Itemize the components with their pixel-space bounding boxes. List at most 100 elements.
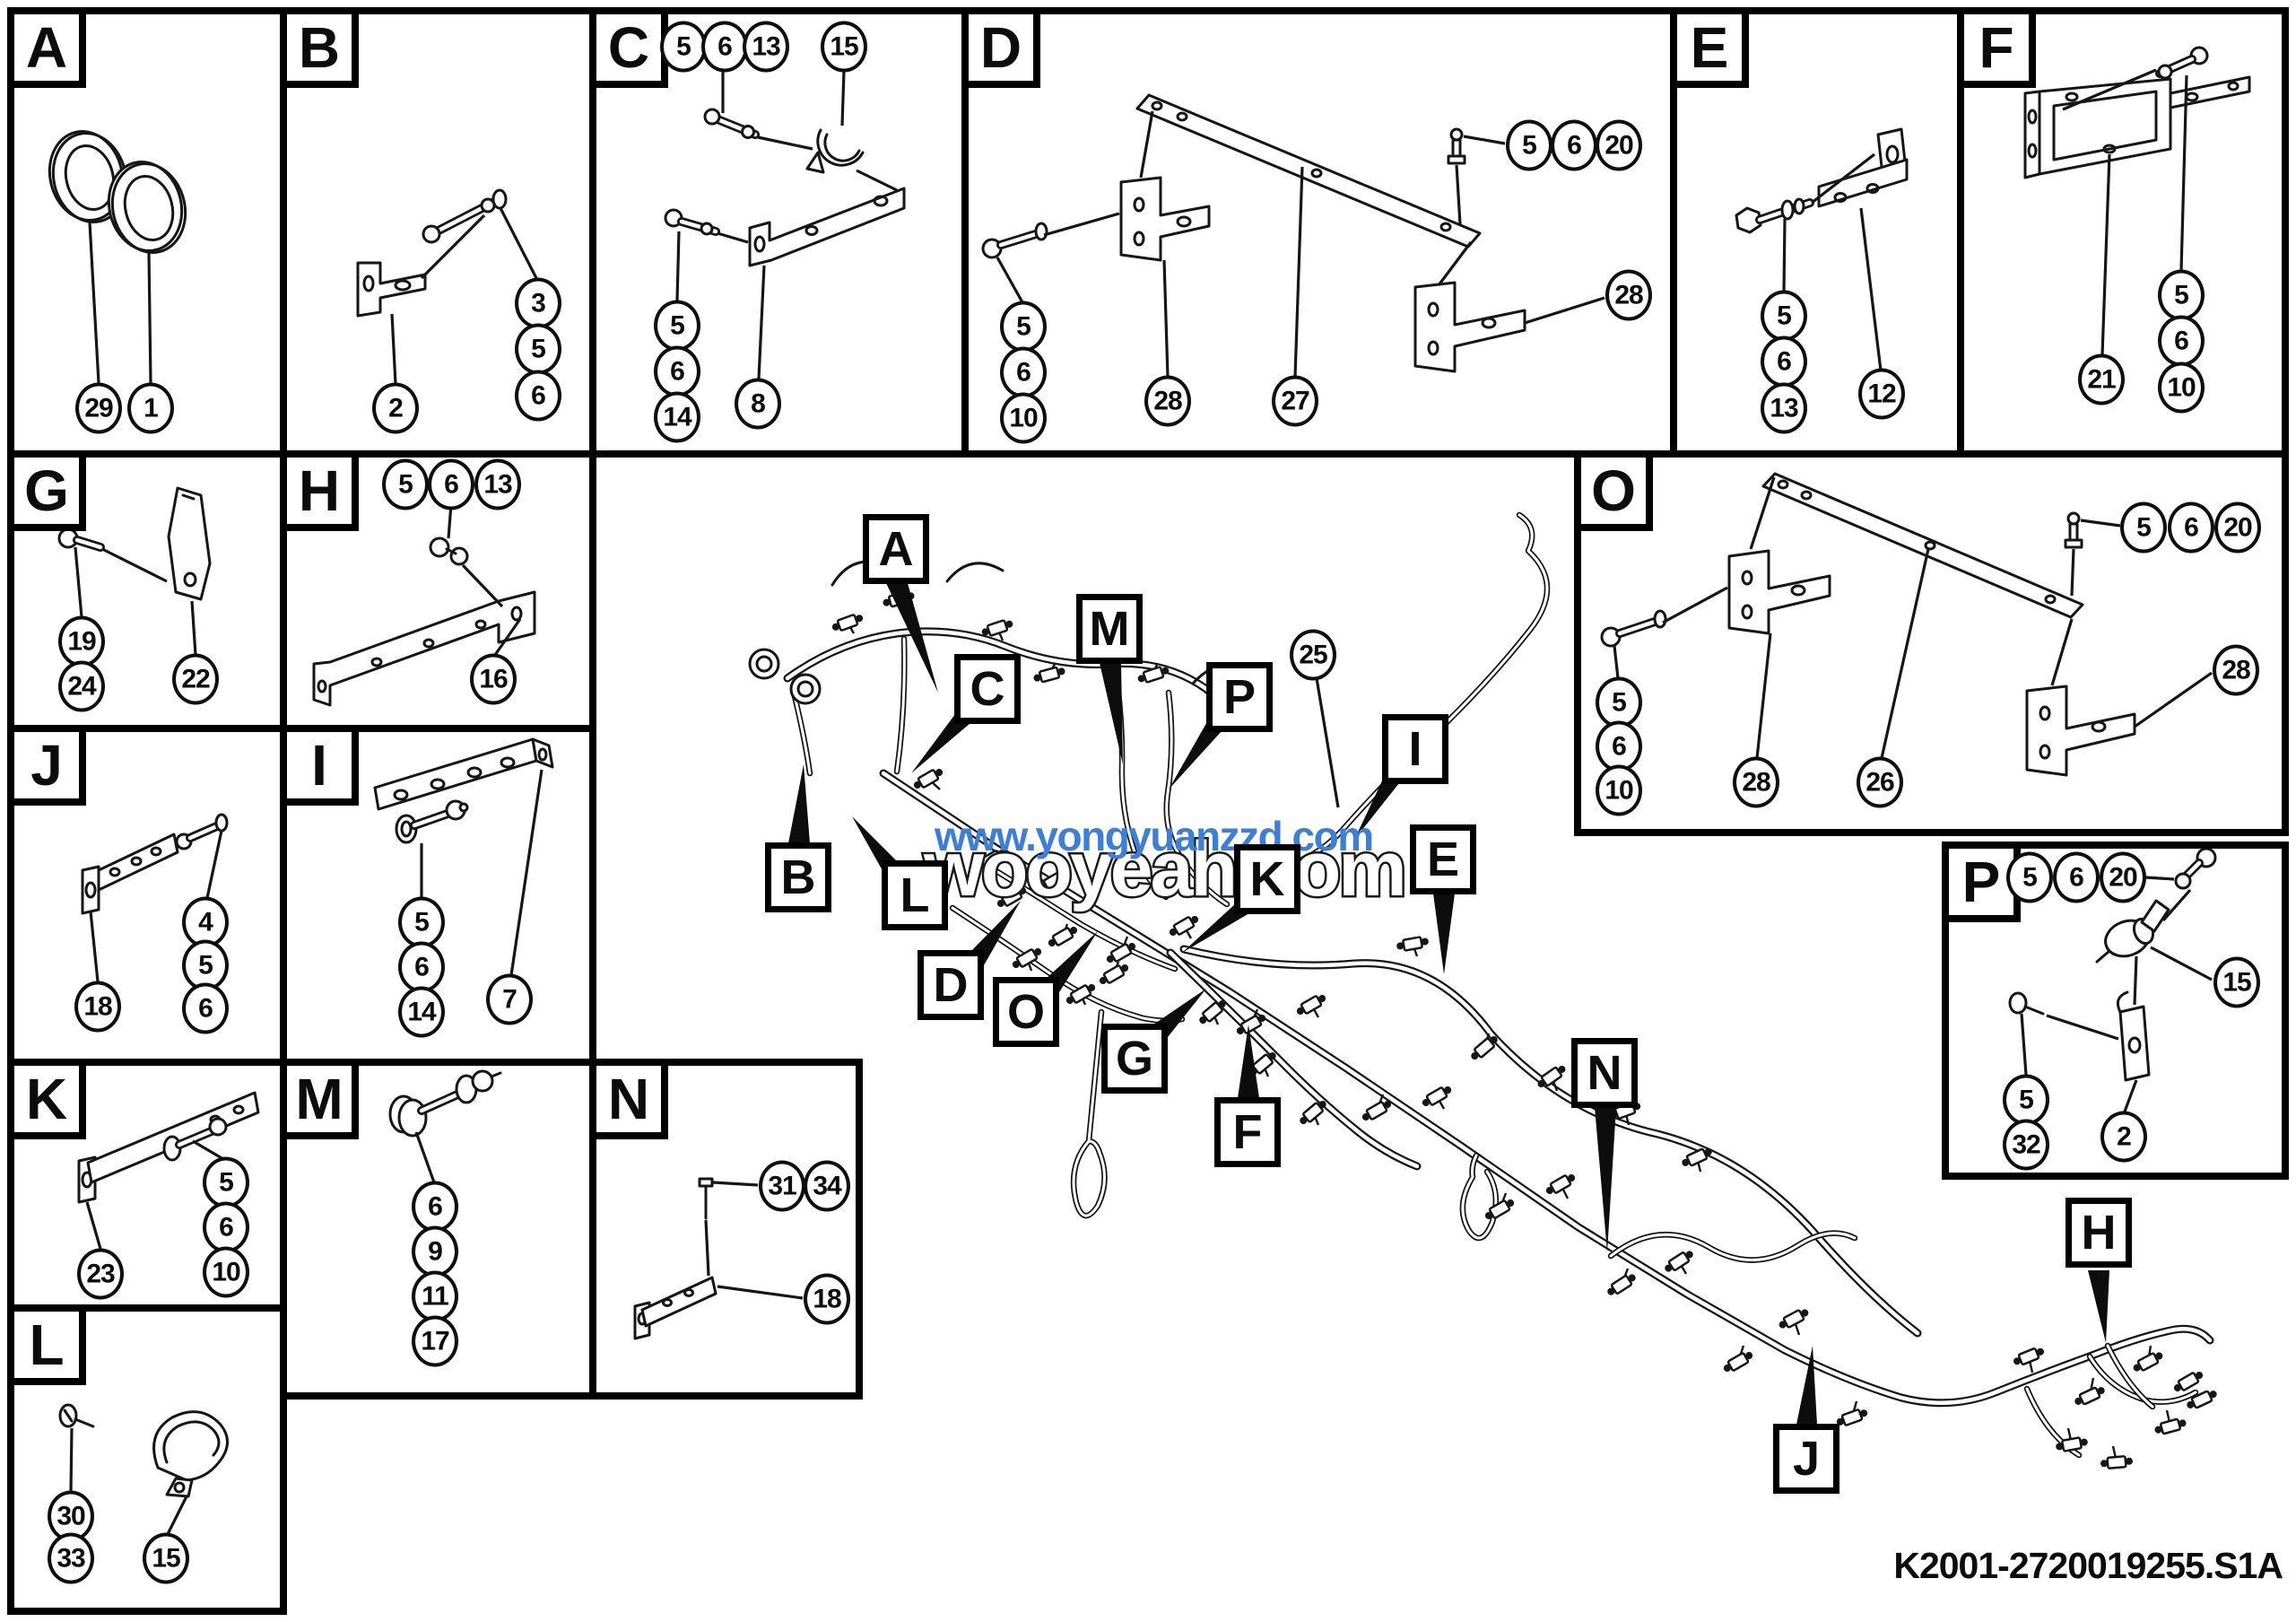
- panel-a: A 29 1: [7, 7, 287, 458]
- panel-j-art: [81, 813, 229, 982]
- diagram-label-o: O: [993, 977, 1059, 1047]
- panel-i-tag: I: [280, 725, 359, 806]
- diagram-label-c: C: [954, 654, 1021, 724]
- harness-art: [748, 515, 2221, 1470]
- diagram-label-d: D: [918, 950, 984, 1020]
- callout-circle: 5: [515, 323, 561, 375]
- callout-circle: 6: [1000, 346, 1047, 398]
- pointer-f: [1238, 1025, 1259, 1098]
- diagram-label-j: J: [1773, 1424, 1839, 1494]
- panel-e-tag: E: [1670, 7, 1749, 88]
- panel-l: L 30 33 15: [7, 1304, 287, 1615]
- panel-j: J 18 4 5 6: [7, 725, 287, 1066]
- panel-f-tag: F: [1957, 7, 2036, 88]
- callout-circle: 28: [2213, 644, 2259, 696]
- panel-c-art: [664, 65, 906, 379]
- panel-f: F 21 5 6 10: [1957, 7, 2289, 458]
- callout-circle: 26: [1857, 756, 1903, 808]
- panel-c-tag: C: [589, 7, 668, 88]
- callout-circle: 5: [398, 896, 445, 948]
- callout-circle: 17: [412, 1315, 458, 1367]
- panel-g: G 19 24 22: [7, 450, 287, 732]
- callout-circle: 6: [654, 345, 700, 397]
- callout-circle: 2: [372, 382, 419, 434]
- watermark-outline-text: wooyeah.com: [923, 826, 1405, 912]
- panel-a-tag: A: [7, 7, 86, 88]
- diagram-label-g: G: [1101, 1024, 1168, 1094]
- callout-circle: 6: [2168, 501, 2214, 554]
- panel-k-letter: K: [25, 1067, 68, 1131]
- diagram-label-a: A: [863, 514, 929, 584]
- panel-i: I 5 6 14 7: [280, 725, 596, 1066]
- panel-b-tag: B: [280, 7, 359, 88]
- callout-circle: 5: [1506, 119, 1552, 171]
- panel-p-art: [2008, 847, 2217, 1112]
- diagram-label-p: P: [1206, 662, 1273, 732]
- callout-circle: 28: [1605, 269, 1652, 321]
- panel-d-art: [981, 93, 1605, 378]
- callout-circle: 2: [2100, 1111, 2147, 1163]
- callout-circle: 6: [182, 982, 229, 1034]
- panel-h-letter: H: [298, 458, 341, 523]
- callout-circle: 10: [1000, 392, 1047, 444]
- panel-p: P 5 6 20 15 5 32 2: [1942, 842, 2289, 1180]
- callout-circle: 10: [203, 1246, 249, 1298]
- callout-circle: 3: [515, 277, 561, 329]
- panel-h: H 5 6 13 16: [280, 450, 596, 732]
- callout-circle: 28: [1733, 756, 1779, 808]
- callout-circle: 20: [1596, 119, 1642, 171]
- callout-circle: 5: [2158, 269, 2205, 321]
- panel-f-art: [2023, 46, 2251, 356]
- panel-b-art: [356, 188, 538, 385]
- callout-circle: 5: [660, 21, 707, 73]
- panel-o-tag: O: [1574, 450, 1653, 531]
- callout-circle: 7: [486, 973, 533, 1025]
- panel-i-art: [373, 737, 554, 976]
- callout-circle: 24: [58, 660, 105, 712]
- panel-n-art: [633, 1177, 804, 1340]
- callout-circle: 28: [1144, 375, 1191, 427]
- diagram-label-l: L: [882, 860, 948, 930]
- panel-g-art: [57, 486, 212, 656]
- pointer-n: [1595, 1107, 1616, 1252]
- label-pointers: [788, 583, 2109, 1425]
- pipe-callout-circle: 25: [1290, 629, 1336, 681]
- callout-circle: 12: [1858, 368, 1905, 420]
- diagram-label-f: F: [1214, 1097, 1281, 1167]
- callout-circle: 21: [2078, 353, 2125, 406]
- panel-h-tag: H: [280, 450, 359, 531]
- pointer-e: [1433, 894, 1455, 974]
- panel-c-letter: C: [607, 15, 650, 80]
- diagram-label-e: E: [1410, 824, 1476, 894]
- panel-b: B 2 3 5 6: [280, 7, 596, 458]
- callout-circle: 18: [804, 1273, 850, 1325]
- panel-l-tag: L: [7, 1304, 86, 1385]
- panel-g-letter: G: [24, 458, 69, 523]
- callout-circle: 16: [470, 653, 517, 705]
- pointer-a: [886, 583, 938, 693]
- diagram-label-i: I: [1382, 714, 1448, 784]
- panel-a-letter: A: [25, 15, 68, 80]
- callout-circle: 22: [172, 653, 219, 705]
- callout-circle: 6: [2158, 315, 2205, 367]
- callout-circle: 6: [515, 370, 561, 422]
- pointer-p: [1169, 719, 1222, 789]
- panel-d-letter: D: [979, 15, 1022, 80]
- callout-circle: 6: [2053, 851, 2100, 903]
- callout-circle: 23: [77, 1248, 124, 1300]
- panel-e: E 5 6 13 12: [1670, 7, 1964, 458]
- pointer-j: [1796, 1346, 1817, 1425]
- callout-circle: 29: [75, 382, 122, 434]
- callout-circle: 5: [1000, 301, 1047, 353]
- callout-circle: 6: [203, 1201, 249, 1253]
- callout-circle: 5: [182, 939, 229, 991]
- callout-circle: 6: [398, 941, 445, 993]
- callout-circle: 13: [474, 458, 521, 510]
- pointer-i: [1354, 772, 1399, 840]
- callout-circle: 14: [398, 986, 445, 1038]
- diagram-label-n: N: [1571, 1038, 1638, 1108]
- pointer-m: [1100, 663, 1123, 764]
- pointer-l: [852, 816, 897, 874]
- panel-d: D 5 6 20 28 5 6 10 28 27: [961, 7, 1677, 458]
- panel-m-art: [388, 1069, 502, 1183]
